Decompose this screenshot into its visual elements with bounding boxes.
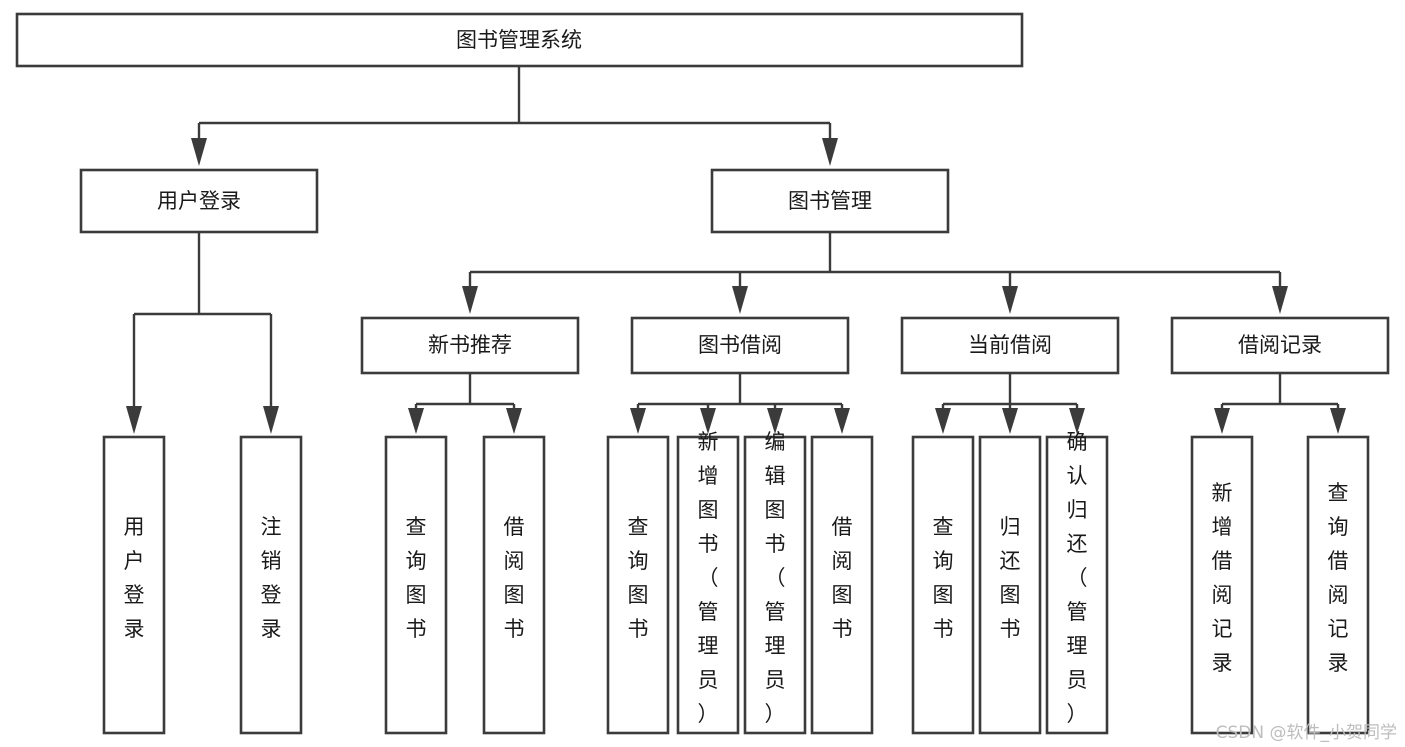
- leaf-node-group: 用户登录 注销登录 查询图书 借阅图书 查询图书 新增图书（管理员）: [102, 430, 1370, 735]
- node-leaf9-box[interactable]: [911, 435, 975, 735]
- node-newbook-box[interactable]: [360, 316, 580, 375]
- node-leaf1-box[interactable]: [102, 435, 166, 735]
- node-leaf8[interactable]: 借阅图书: [810, 435, 874, 735]
- node-records[interactable]: 借阅记录: [1170, 316, 1390, 375]
- node-leaf5-box[interactable]: [606, 435, 670, 735]
- node-leaf12[interactable]: 新增借阅记录: [1190, 435, 1254, 735]
- connector-group-root: [191, 66, 838, 166]
- node-leaf1-label: 用户登录: [124, 515, 145, 641]
- node-current-label: 当前借阅: [968, 333, 1052, 357]
- node-login[interactable]: 用户登录: [79, 168, 319, 234]
- node-leaf13-label: 查询借阅记录: [1328, 481, 1349, 675]
- node-leaf4-label: 借阅图书: [504, 515, 525, 641]
- node-leaf7-label: 编辑图书（管理员）: [765, 430, 786, 726]
- node-records-label: 借阅记录: [1238, 333, 1322, 357]
- node-leaf5-label: 查询图书: [628, 515, 649, 641]
- node-root-box[interactable]: [15, 12, 1024, 68]
- node-root-label: 图书管理系统: [456, 28, 582, 52]
- node-leaf7-box[interactable]: [743, 435, 807, 735]
- node-leaf2-box[interactable]: [239, 435, 303, 735]
- arrow-head-leaf7: [767, 408, 783, 434]
- arrow-head-newbook: [462, 286, 478, 314]
- arrow-head-leaf4: [506, 408, 522, 434]
- arrow-head-leaf13: [1330, 408, 1346, 434]
- node-records-box[interactable]: [1170, 316, 1390, 375]
- node-leaf4[interactable]: 借阅图书: [482, 435, 546, 735]
- arrow-head-leaf6: [700, 408, 716, 434]
- node-leaf3[interactable]: 查询图书: [384, 435, 448, 735]
- node-leaf3-box[interactable]: [384, 435, 448, 735]
- node-leaf2-label: 注销登录: [261, 515, 282, 641]
- connector-group-records: [1214, 373, 1346, 434]
- node-borrow-box[interactable]: [630, 316, 850, 375]
- node-current-box[interactable]: [900, 316, 1120, 375]
- node-leaf12-label: 新增借阅记录: [1212, 481, 1233, 675]
- node-leaf2[interactable]: 注销登录: [239, 435, 303, 735]
- node-bookmgmt[interactable]: 图书管理: [710, 168, 950, 234]
- connector-group-current: [935, 373, 1085, 434]
- arrow-head-leaf8: [834, 408, 850, 434]
- connector-group-login: [126, 232, 279, 434]
- node-login-box[interactable]: [79, 168, 319, 234]
- arrow-head-leaf9: [935, 408, 951, 434]
- node-borrow-label: 图书借阅: [698, 333, 782, 357]
- node-current[interactable]: 当前借阅: [900, 316, 1120, 375]
- arrow-head-leaf11: [1069, 408, 1085, 434]
- node-leaf11-label: 确认归还（管理员）: [1067, 430, 1088, 726]
- node-leaf5[interactable]: 查询图书: [606, 435, 670, 735]
- node-leaf1[interactable]: 用户登录: [102, 435, 166, 735]
- node-leaf13-box[interactable]: [1306, 435, 1370, 735]
- node-leaf3-label: 查询图书: [406, 515, 427, 641]
- node-leaf9[interactable]: 查询图书: [911, 435, 975, 735]
- arrow-head-login: [191, 138, 207, 166]
- arrow-head-leaf5: [630, 408, 646, 434]
- node-newbook[interactable]: 新书推荐: [360, 316, 580, 375]
- arrow-head-records: [1272, 286, 1288, 314]
- arrow-head-bookmgmt: [822, 138, 838, 166]
- connector-group-bookmgmt: [462, 232, 1288, 314]
- node-leaf4-box[interactable]: [482, 435, 546, 735]
- node-leaf6[interactable]: 新增图书（管理员）: [676, 430, 740, 735]
- node-bookmgmt-box[interactable]: [710, 168, 950, 234]
- node-leaf10[interactable]: 归还图书: [978, 435, 1042, 735]
- node-leaf6-box[interactable]: [676, 435, 740, 735]
- node-leaf8-box[interactable]: [810, 435, 874, 735]
- node-root[interactable]: 图书管理系统: [15, 12, 1024, 68]
- arrow-head-borrow: [732, 286, 748, 314]
- arrow-head-leaf1: [126, 406, 142, 434]
- node-bookmgmt-label: 图书管理: [788, 189, 872, 213]
- node-leaf11[interactable]: 确认归还（管理员）: [1045, 430, 1109, 735]
- node-leaf6-label: 新增图书（管理员）: [698, 430, 719, 726]
- node-leaf10-label: 归还图书: [1000, 515, 1021, 641]
- node-leaf9-label: 查询图书: [933, 515, 954, 641]
- connector-group-borrow: [630, 373, 850, 434]
- node-leaf7[interactable]: 编辑图书（管理员）: [743, 430, 807, 735]
- arrow-head-leaf2: [263, 406, 279, 434]
- arrow-head-current: [1002, 286, 1018, 314]
- node-borrow[interactable]: 图书借阅: [630, 316, 850, 375]
- arrow-head-leaf10: [1002, 408, 1018, 434]
- node-leaf12-box[interactable]: [1190, 435, 1254, 735]
- csdn-watermark: CSDN @软件_小贺同学: [1215, 723, 1397, 743]
- node-leaf10-box[interactable]: [978, 435, 1042, 735]
- connector-group-newbook: [408, 373, 522, 434]
- node-login-label: 用户登录: [157, 189, 241, 213]
- arrow-head-leaf12: [1214, 408, 1230, 434]
- arrow-head-leaf3: [408, 408, 424, 434]
- node-leaf11-box[interactable]: [1045, 435, 1109, 735]
- node-leaf13[interactable]: 查询借阅记录: [1306, 435, 1370, 735]
- node-leaf8-label: 借阅图书: [832, 515, 853, 641]
- node-newbook-label: 新书推荐: [428, 333, 512, 357]
